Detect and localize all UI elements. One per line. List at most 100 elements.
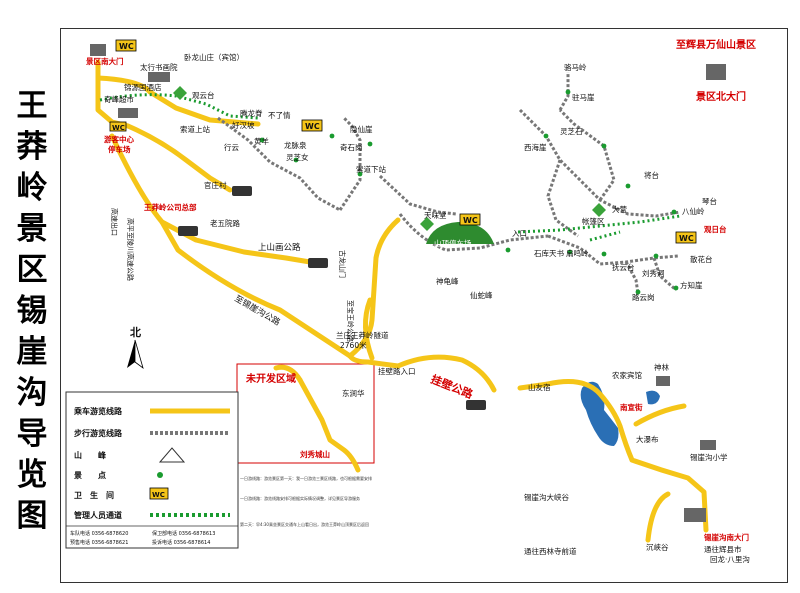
label: 隐仙崖 xyxy=(350,124,373,134)
bus-icon xyxy=(466,400,486,410)
label: 将台 xyxy=(644,170,659,180)
spot-marker xyxy=(565,89,571,95)
tent-icon xyxy=(420,217,434,231)
spot-marker xyxy=(653,253,659,259)
label: 神龟峰 xyxy=(436,276,459,286)
north-label: 北 xyxy=(130,325,141,339)
label: 散花台 xyxy=(690,254,713,264)
info-line: 一日游线路：游览景区第一天：我一日游览三景区线路，也可根据需要安排 xyxy=(240,475,372,481)
label: 入口 xyxy=(512,229,527,238)
label: 大营 xyxy=(612,204,627,214)
legend-phone: 预售电话 0356-6878621 xyxy=(70,539,128,546)
wc-badges: WC WC WC WC WC xyxy=(109,39,697,244)
label: 锡崖沟南大门 xyxy=(704,532,749,542)
mountain-parking-area xyxy=(426,222,494,244)
label: 通往西林寺前道 xyxy=(524,546,577,556)
north-arrow: 北 xyxy=(127,325,144,370)
label: 骆马岭 xyxy=(564,62,587,72)
label: 挂壁路入口 xyxy=(378,366,416,376)
south-gate-building xyxy=(684,508,706,522)
legend-label-peak: 山 峰 xyxy=(74,450,106,460)
top-right-area-name: 至辉县万仙山景区 xyxy=(676,38,756,51)
spot-marker xyxy=(635,289,641,295)
label: 官庄村 xyxy=(204,180,227,190)
lake xyxy=(580,381,619,446)
label: 高平至陵川高速公路 xyxy=(126,218,135,281)
label: 古龙山门 xyxy=(338,250,347,278)
legend-label-staff: 管理人员通道 xyxy=(74,510,122,520)
label: 神林 xyxy=(654,362,669,372)
legend-phone: 投诉电话 0356-6878614 xyxy=(152,539,210,546)
label: 观云台 xyxy=(192,90,215,100)
spot-marker xyxy=(625,183,631,189)
legend-swatch-wc xyxy=(149,487,169,500)
label: 上山画公路 xyxy=(258,242,301,253)
legend-label-bus: 乘车游览线路 xyxy=(73,406,123,416)
spot-marker xyxy=(505,247,511,253)
label: 停车场 xyxy=(108,144,131,154)
north-gate-label: 景区北大门 xyxy=(696,90,746,103)
label: 刘秀城山 xyxy=(300,449,330,459)
legend-swatch-spot xyxy=(157,472,163,478)
tent-icons xyxy=(173,86,606,231)
label: 游客中心 xyxy=(104,134,134,144)
label: 兰庄王莽岭隧道 xyxy=(336,330,389,340)
label: 奇峰超市 xyxy=(104,94,134,104)
label: 农家宾馆 xyxy=(612,370,642,380)
spot-marker xyxy=(329,133,335,139)
legend-label-walk: 步行游览线路 xyxy=(74,428,123,438)
label: 山友宿 xyxy=(528,382,551,392)
wc-text: WC xyxy=(112,124,125,132)
label: 挂壁公路 xyxy=(429,372,476,402)
info-line: 第二天：早4:30乘坐景区交通车上山看日出，游览王莽岭山顶景区后返回 xyxy=(240,521,369,527)
label: 刘秀洞 xyxy=(642,268,665,278)
school-building xyxy=(700,440,716,450)
legend-phone: 保卫部电话 0356-6878613 xyxy=(152,530,215,537)
pond xyxy=(646,390,660,405)
label: 帐篷区 xyxy=(582,216,605,226)
label: 2760米 xyxy=(340,340,367,350)
legend-label-wc: 卫 生 间 xyxy=(74,490,114,500)
legend-box xyxy=(65,391,239,549)
label: 路云岗 xyxy=(632,292,655,302)
label: 太行书画院 xyxy=(140,62,178,72)
building xyxy=(148,72,170,82)
label: 东涧华 xyxy=(342,388,365,398)
label-south-gate: 景区南大门 xyxy=(86,56,124,66)
label: 索道上站 xyxy=(180,124,210,134)
label: 至宝王岭公路 xyxy=(346,300,355,342)
spot-marker xyxy=(293,157,299,163)
label: 老五院路 xyxy=(210,218,240,228)
label: 卧龙山庄（宾馆） xyxy=(184,52,244,62)
label: 沉峡谷 xyxy=(646,542,669,552)
itinerary-info: 一日游线路：游览景区第一天：我一日游览三景区线路，也可根据需要安排 一日游线路：… xyxy=(240,475,372,527)
spot-marker xyxy=(259,137,265,143)
wc-text: WC xyxy=(305,122,320,131)
spot-marker xyxy=(567,249,573,255)
staff-routes xyxy=(99,93,681,242)
legend-phone: 车队电话 0356-6878620 xyxy=(70,530,128,537)
label: 未开发区域 xyxy=(245,372,296,385)
building xyxy=(656,376,670,386)
label: 黄羊 xyxy=(254,136,269,146)
spot-marker xyxy=(367,141,373,147)
label: 灵芝女 xyxy=(286,152,309,162)
spot-marker xyxy=(601,251,607,257)
legend-swatch-peak xyxy=(158,447,186,463)
spot-marker xyxy=(543,133,549,139)
label: 石库天书 xyxy=(534,248,564,258)
wc-text: WC xyxy=(679,234,694,243)
spot-marker xyxy=(673,285,679,291)
info-line: 一日游线路：游览线路安排可根据实际情况调整，详见景区导游服务 xyxy=(240,495,360,501)
label: 好汉坡 xyxy=(232,120,255,130)
building xyxy=(118,108,138,118)
label: 灵芝石 xyxy=(560,126,583,136)
label: 观日台 xyxy=(704,224,727,234)
label: 仙蛇峰 xyxy=(470,290,493,300)
label: 回龙·八里沟 xyxy=(710,554,750,564)
label: 扇鸣岭 xyxy=(566,248,589,258)
label: 锡崖沟大峡谷 xyxy=(524,492,569,502)
page-title: 王莽岭景区锡崖沟导览图 xyxy=(16,88,48,534)
tent-icon xyxy=(592,203,606,217)
